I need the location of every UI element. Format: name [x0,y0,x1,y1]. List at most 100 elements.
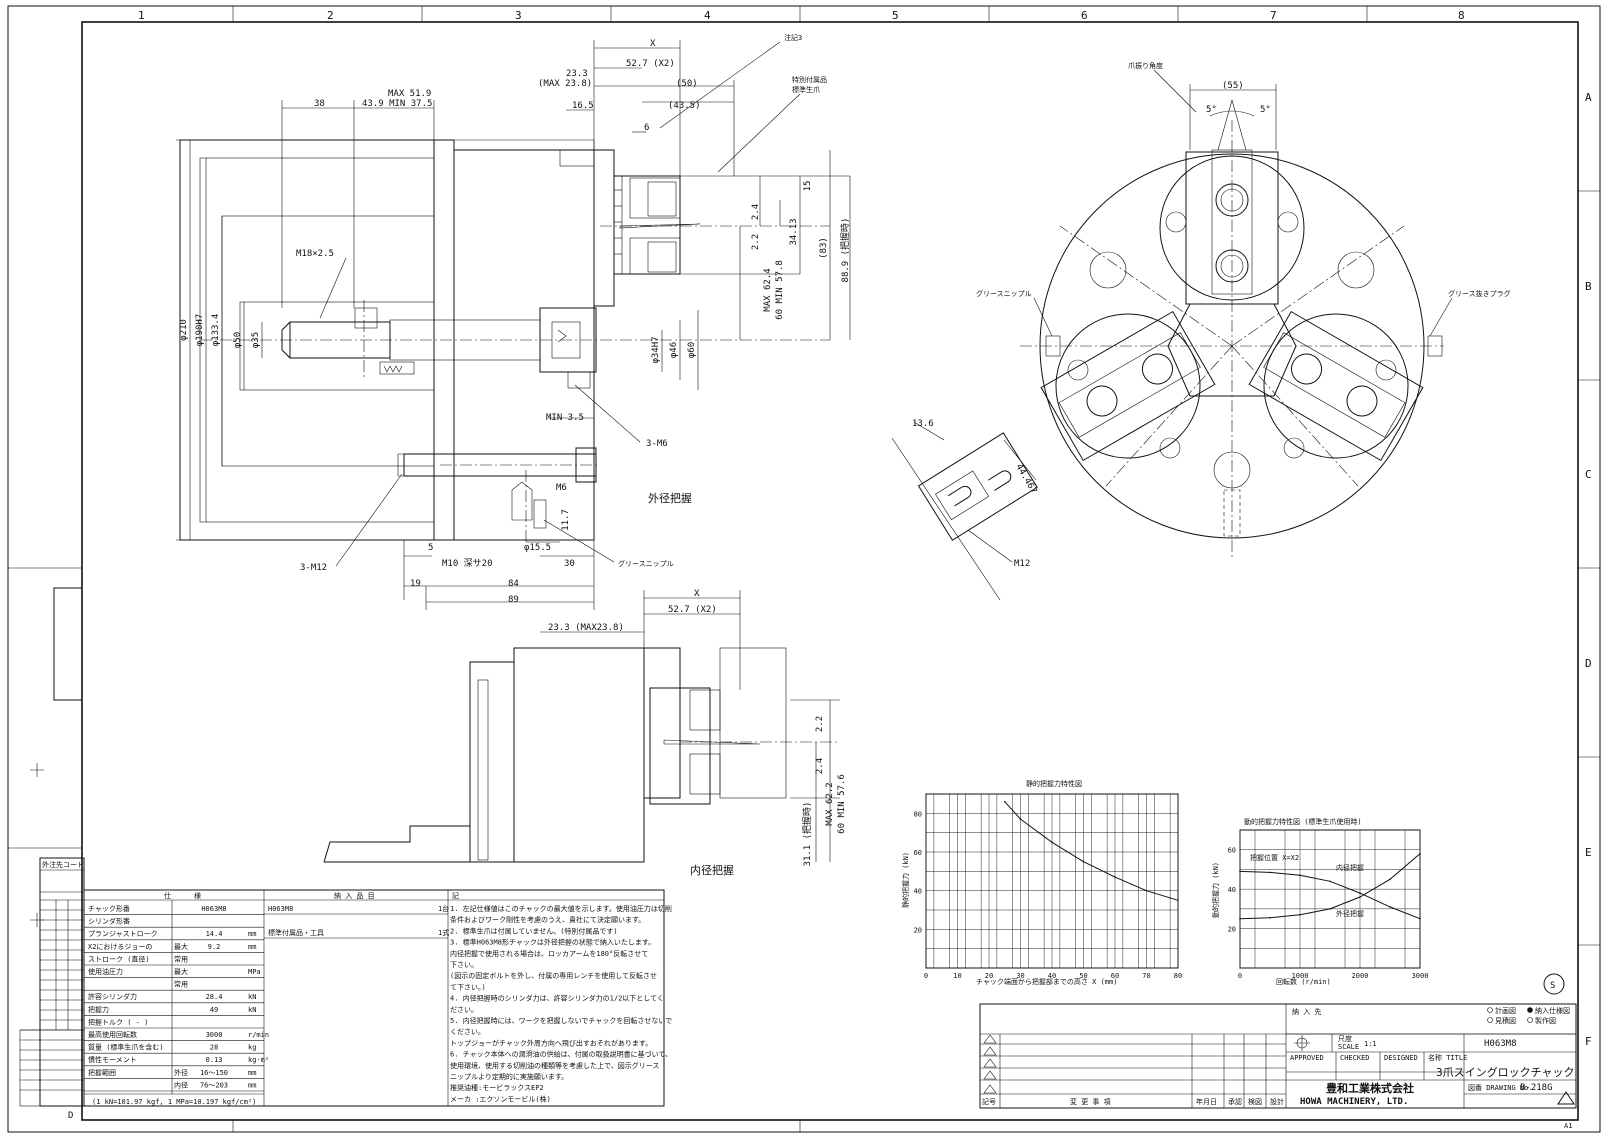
y-tick-label: 40 [914,888,922,896]
y-tick-label: 60 [1228,847,1236,855]
data-point [1329,908,1331,910]
dim-label: φ190H7 [195,314,205,347]
x-tick-label: 1000 [1292,972,1309,980]
delivery-header: 納 入 品 目 [334,891,375,900]
title-label: 名称 TITLE [1428,1053,1467,1062]
note-line: ください。 [450,1028,485,1036]
dim-label: 15 [803,181,813,192]
row-label: A [1585,91,1592,104]
row-label: B [1585,280,1592,293]
detail-view: 13.6 44.467 M12 [891,419,1038,601]
spec-label: プランジャストローク [88,930,158,938]
x-tick-label: 3000 [1412,972,1429,980]
spec-value: 49 [210,1006,218,1014]
notes-header: 記 [452,891,459,900]
row-label: D [1585,657,1592,670]
note-line: 内径把握で使用される場合は、ロッカアームを180°反転させて [450,949,648,958]
col-label: 4 [704,9,711,22]
symbol-mark: S [1550,981,1555,991]
dim-label: φ50 [233,332,243,348]
dim-label: 23.3 (MAX23.8) [548,623,624,633]
dim-label: 30 [564,559,575,569]
data-point [1389,906,1391,908]
dim-label: 11.7 [561,509,571,531]
note-line: 3. 標準H063M8形チャックは外径把握の状態で納入いたします。 [450,938,655,947]
dim-label: 5° [1206,105,1217,115]
y-tick-label: 60 [914,849,922,857]
spec-header: 仕 [164,891,171,900]
dim-label: 23.3 [566,69,588,79]
data-point [1389,878,1391,881]
crosshair-mark [30,763,44,777]
checked-label: CHECKED [1340,1054,1370,1062]
note-line: (図示の固定ボルトを外し、付属の専用レンチを使用して反転させ [450,971,657,980]
data-point [1114,876,1116,878]
dim-label: MAX 51.9 [388,89,431,99]
spec-value: 14.4 [206,930,223,938]
y-tick-label: 80 [914,810,922,818]
chart-ylabel: 静的把握力 (kN) [901,852,910,908]
spec-table: 仕 様 納 入 品 目 記 (1 kN=101.97 kgf, 1 MPa=10… [83,889,672,1107]
view-caption-outer: 外径把握 [648,491,692,505]
dim-label: (55) [1222,81,1244,91]
sheet-size-label: A1 [1564,1122,1572,1130]
sheet-border: 1 2 3 4 5 6 7 8 A B C D E F D A1 [7,5,1601,1133]
x-tick-label: 0 [924,972,928,980]
spec-label: 許容シリンダ力 [88,992,137,1001]
dim-label: φ35 [251,332,261,348]
section-view-outer-grip: X 23.3 (MAX 23.8) 52.7 (X2) (50) (43.5) … [176,33,851,610]
dim-label: 31.1 (把握時) [801,802,813,867]
spec-label: 質量 (標準生爪を含む) [88,1043,164,1052]
dim-label: 16.5 [572,101,594,111]
chart-title: 静的把握力特性図 [1026,779,1082,788]
legend-item: 計画図 [1495,1006,1516,1015]
spec-label: 最高使用回転数 [88,1030,137,1039]
dim-label: 43.9 MIN 37.5 [362,99,432,109]
spec-value: 3000 [206,1031,223,1039]
dim-label: 5 [428,543,433,553]
spec-sub-label: 常用 [174,954,188,963]
note-label: グリースニップル [618,559,674,568]
spec-unit: kN [248,993,256,1001]
note-line: て下さい。) [450,983,486,991]
col-label: 8 [1458,9,1465,22]
model-number: H063M8 [1484,1039,1517,1049]
dim-label: 34.13 [789,218,799,245]
dim-label: φ46 [669,342,679,358]
dim-label: 13.6 [912,419,934,429]
dim-label: M12 [1014,559,1030,569]
data-point [1329,880,1331,883]
delivery-item: H063M8 [268,905,293,913]
spec-footnote: (1 kN=101.97 kgf, 1 MPa=10.197 kgf/cm²) [92,1098,256,1106]
x-tick-label: 50 [1079,972,1087,980]
x-tick-label: 30 [1016,972,1024,980]
angle-label: 爪振り角度 [1128,61,1163,70]
spec-label: シリンダ形番 [88,917,130,926]
data-point [1051,841,1053,844]
note-line: 条件およびワーク剛性を考慮のうえ、貴社にて決定願います。 [450,915,645,924]
note-label: 特別付属品 [792,75,827,84]
data-point [1419,917,1421,920]
note-line: トップジョーがチャック外周方向へ飛び出すおそれがあります。 [450,1038,652,1047]
spec-unit: kg [248,1044,256,1052]
vendor-code-table: 外注先コード [19,857,85,1107]
dim-label: 52.7 (X2) [668,605,717,615]
front-view: 爪振り角度 (55) 5° 5° グリースニップル グリース抜きプラグ [976,61,1511,560]
note-line: 使用環境、使用する切削油の種類等を考慮した上で、図示グリース [450,1061,659,1070]
dim-label: (83) [819,237,829,259]
rev-header: 年月日 [1196,1097,1217,1106]
scale-label: 尺度 [1338,1034,1352,1043]
spec-unit: mm [248,943,256,951]
note-label: グリース抜きプラグ [1448,289,1511,298]
note-label: 注記3 [784,33,802,42]
binding-tab [53,587,83,701]
dim-label: M10 深サ20 [442,558,493,569]
spec-unit: MPa [248,968,261,976]
dim-label: (MAX 23.8) [538,79,592,89]
note-line: 5. 内径把握時には、ワークを把握しないでチャックを回転させないで [450,1016,672,1025]
dim-label: φ15.5 [524,543,551,553]
note-line: 推奨油種:モービラックスEP2 [450,1083,544,1092]
row-label: E [1585,846,1592,859]
dim-label: φ133.4 [211,314,221,347]
x-tick-label: 20 [985,972,993,980]
